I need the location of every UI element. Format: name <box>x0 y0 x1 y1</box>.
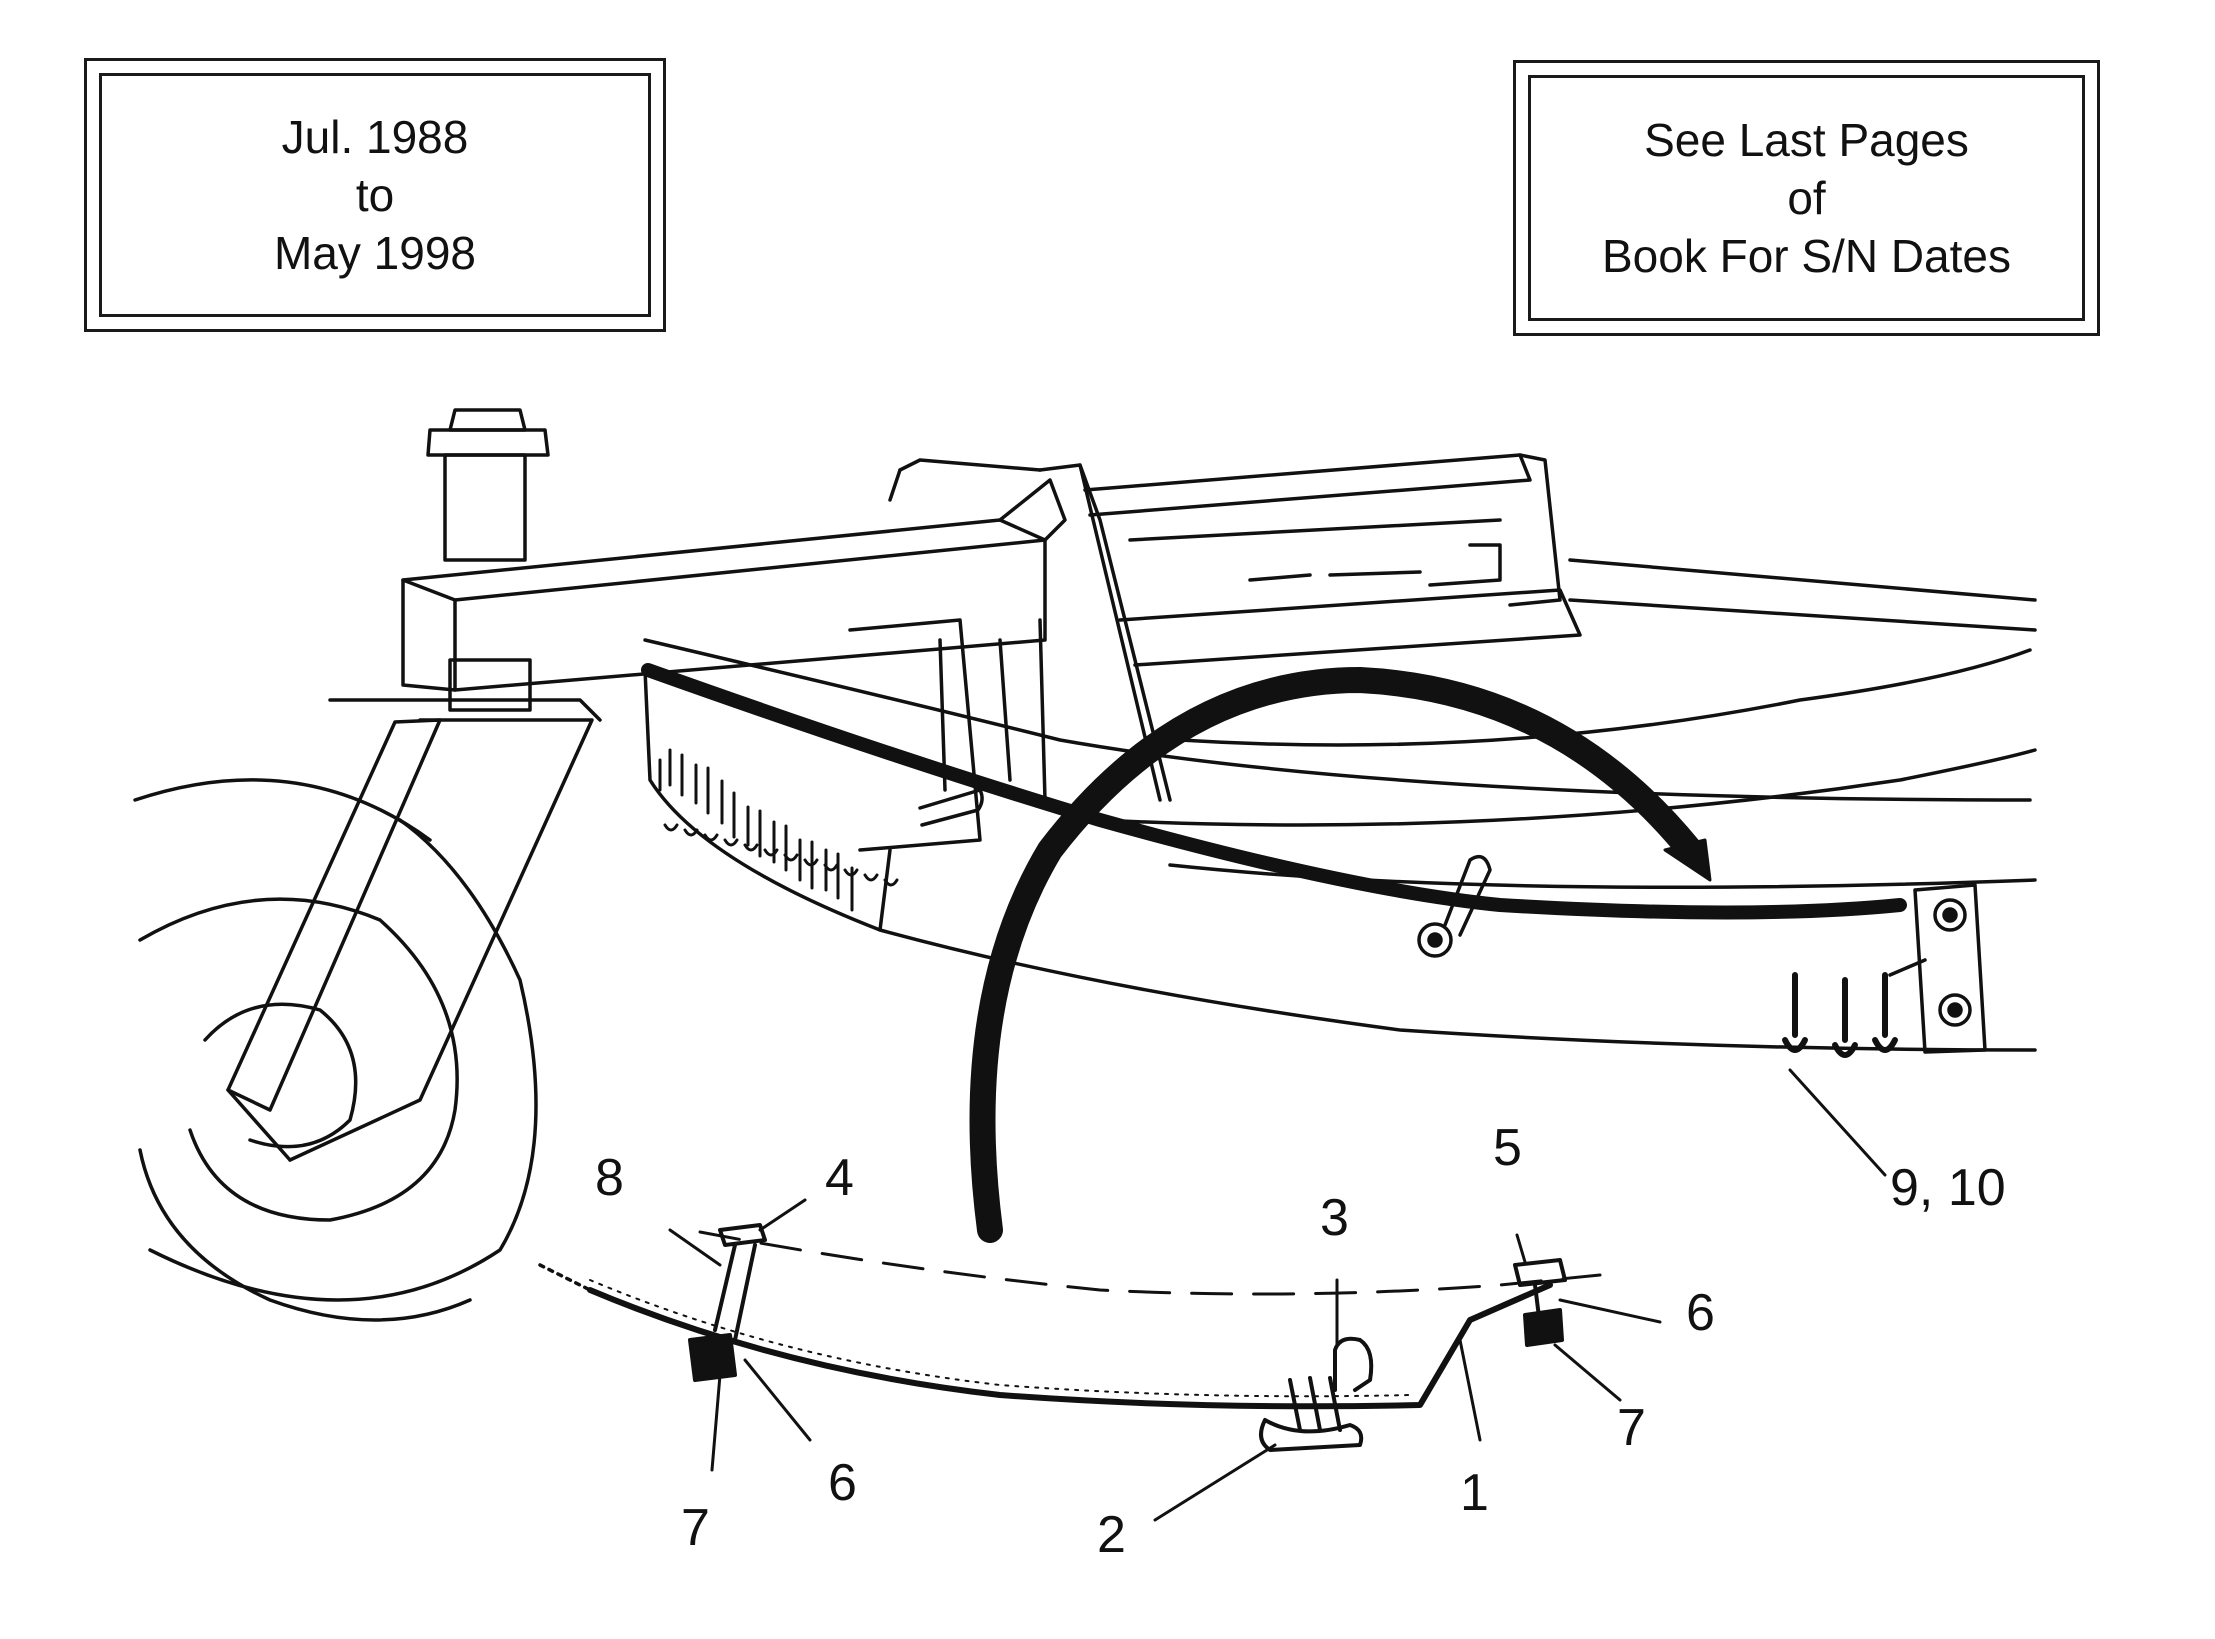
serial-note-box-inner: See Last Pages of Book For S/N Dates <box>1528 75 2085 321</box>
date-range-box: Jul. 1988 to May 1998 <box>84 58 666 332</box>
callout-3: 3 <box>1320 1189 1349 1247</box>
callout-7-left: 7 <box>681 1499 710 1557</box>
date-range-to: to <box>355 169 395 221</box>
deck-skirt-band <box>641 663 1907 920</box>
spindle-post <box>426 408 550 712</box>
callout-5: 5 <box>1493 1119 1522 1177</box>
leader-2 <box>1153 1443 1277 1522</box>
deck-frame <box>848 453 2037 852</box>
right-bracket <box>1782 883 1987 1058</box>
leader-1 <box>1458 1338 1482 1442</box>
exploded-guard-rod <box>538 1263 1553 1410</box>
deck-housing <box>643 638 2037 1052</box>
exploded-dashed-path <box>698 1230 1602 1296</box>
callout-4: 4 <box>825 1149 854 1207</box>
leader-7-right <box>1553 1343 1622 1402</box>
date-range-end: May 1998 <box>273 227 476 279</box>
leader-7-left <box>710 1373 722 1472</box>
leader-6-right <box>1558 1298 1662 1324</box>
callout-9-10: 9, 10 <box>1890 1159 2006 1217</box>
date-range-box-inner: Jul. 1988 to May 1998 <box>99 73 651 317</box>
serial-note-box: See Last Pages of Book For S/N Dates <box>1513 60 2100 336</box>
deck-bolt <box>918 788 1492 958</box>
callout-1: 1 <box>1460 1464 1489 1522</box>
serial-note-line-1: See Last Pages <box>1644 114 1969 166</box>
caster-wheel <box>133 778 538 1322</box>
caster-fork <box>226 698 602 1162</box>
leader-lines <box>668 1068 1887 1522</box>
rotation-arc <box>969 667 1703 1243</box>
exploded-hardware <box>688 1223 1567 1452</box>
chain-guard-links-left <box>658 748 899 912</box>
callout-6-right: 6 <box>1686 1284 1715 1342</box>
callout-8: 8 <box>595 1149 624 1207</box>
callout-7-right: 7 <box>1617 1399 1646 1457</box>
leader-5 <box>1515 1233 1527 1264</box>
serial-note-line-2: of <box>1787 172 1826 224</box>
leader-4 <box>758 1198 807 1232</box>
leader-9-10 <box>1788 1068 1887 1177</box>
callout-2: 2 <box>1097 1506 1126 1564</box>
rotation-arrowhead <box>1663 838 1712 882</box>
callout-6-left: 6 <box>828 1454 857 1512</box>
leader-6-left <box>743 1358 812 1442</box>
leader-8 <box>668 1228 722 1267</box>
serial-note-line-3: Book For S/N Dates <box>1601 230 2012 282</box>
date-range-start: Jul. 1988 <box>281 111 469 163</box>
